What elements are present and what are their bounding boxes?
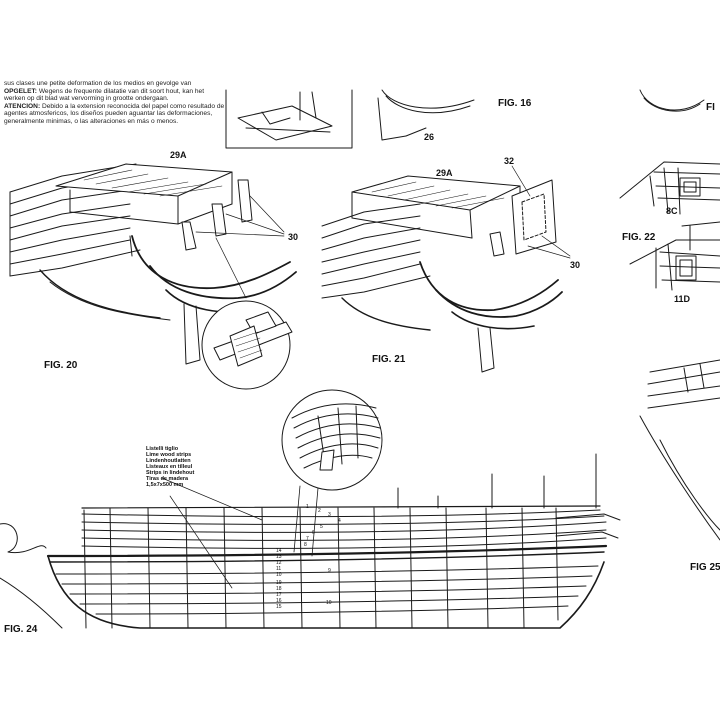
fig21-label: FIG. 21: [372, 354, 406, 365]
note-text: sus clases une petite deformation de los…: [4, 80, 192, 87]
fig25-hull: [639, 359, 720, 541]
note-keyword: OPGELET:: [4, 87, 37, 95]
strip-callout: Listelli tiglio Lime wood strips Lindenh…: [146, 446, 194, 488]
fig21-stern: [321, 165, 571, 373]
callout-line: Lime wood strips: [146, 452, 191, 458]
fig25-label: FIG 25: [690, 562, 720, 573]
fig24-hull: [0, 453, 621, 629]
strip-number: 16: [276, 598, 282, 604]
strip-number: 14: [276, 548, 282, 554]
callout-line: Strips in lindehout: [146, 470, 194, 476]
strip-number: 12: [276, 560, 282, 566]
strip-numbers-upper: 1 2 3 4 5 6 7 8 9: [304, 504, 341, 574]
warning-notes: sus clases une petite deformation de los…: [4, 80, 226, 126]
strip-detail-circle: [281, 389, 383, 557]
part-label-8c: 8C: [666, 206, 678, 216]
strip-number: 5: [320, 524, 323, 530]
fig20-detail-circle: [201, 300, 293, 390]
part-label-32: 32: [504, 156, 514, 166]
strip-number: 13: [276, 554, 282, 560]
strip-number: 3: [328, 512, 331, 518]
fig-partial-right: [639, 89, 705, 112]
strip-number: 15: [276, 604, 282, 610]
fig22-label: FIG. 22: [622, 232, 656, 243]
strip-number: 7: [306, 536, 309, 542]
note-line-1: OPGELET: Wegens de frequente dilatatie v…: [4, 88, 226, 103]
strip-number: 4: [338, 518, 341, 524]
callout-line: Listeaux en tilleul: [146, 464, 193, 470]
strip-number: 2: [318, 508, 321, 514]
callout-line: Tiras de madera: [146, 476, 189, 482]
fig-partial-label: FI: [706, 102, 715, 113]
callout-line: Listelli tiglio: [146, 446, 179, 452]
fig24-label: FIG. 24: [4, 624, 38, 635]
strip-number: 9: [328, 568, 331, 574]
part-label-29a: 29A: [436, 168, 453, 178]
strip-number: 1: [306, 504, 309, 510]
strip-number: 17: [276, 592, 282, 598]
fig-top-detail: [225, 89, 353, 149]
strip-number: 8: [304, 542, 307, 548]
part-label-29a: 29A: [170, 150, 187, 160]
note-line-2: ATENCION: Debido a la extension reconoci…: [4, 103, 226, 126]
strip-number: 19: [276, 580, 282, 586]
part-label-30: 30: [570, 260, 580, 270]
part-label-26: 26: [424, 132, 434, 142]
note-text: Wegens de frequente dilatatie van dit so…: [4, 87, 205, 103]
fig20-stern: [9, 163, 297, 365]
strip-number: 11: [276, 566, 281, 572]
callout-line: 1,5x7x500 mm: [146, 482, 183, 488]
strip-number: 6: [312, 530, 315, 536]
note-text: Debido a la extension reconocida del pap…: [4, 102, 225, 125]
strip-number: 18: [276, 586, 282, 592]
fig16-label: FIG. 16: [498, 98, 532, 109]
part-label-30: 30: [288, 232, 298, 242]
fig22-details: [619, 161, 720, 291]
fig20-label: FIG. 20: [44, 360, 78, 371]
strip-number: 10: [276, 572, 282, 578]
strip-number: 10: [326, 600, 332, 606]
note-line-0: sus clases une petite deformation de los…: [4, 80, 226, 88]
note-keyword: ATENCION:: [4, 102, 41, 110]
fig16-hull: [377, 89, 475, 141]
callout-line: Lindenhoutlatten: [146, 458, 191, 464]
part-label-11d: 11D: [674, 294, 691, 304]
strip-numbers-lower: 14 13 12 11 10 19 18 17 16 15 10: [276, 548, 332, 610]
